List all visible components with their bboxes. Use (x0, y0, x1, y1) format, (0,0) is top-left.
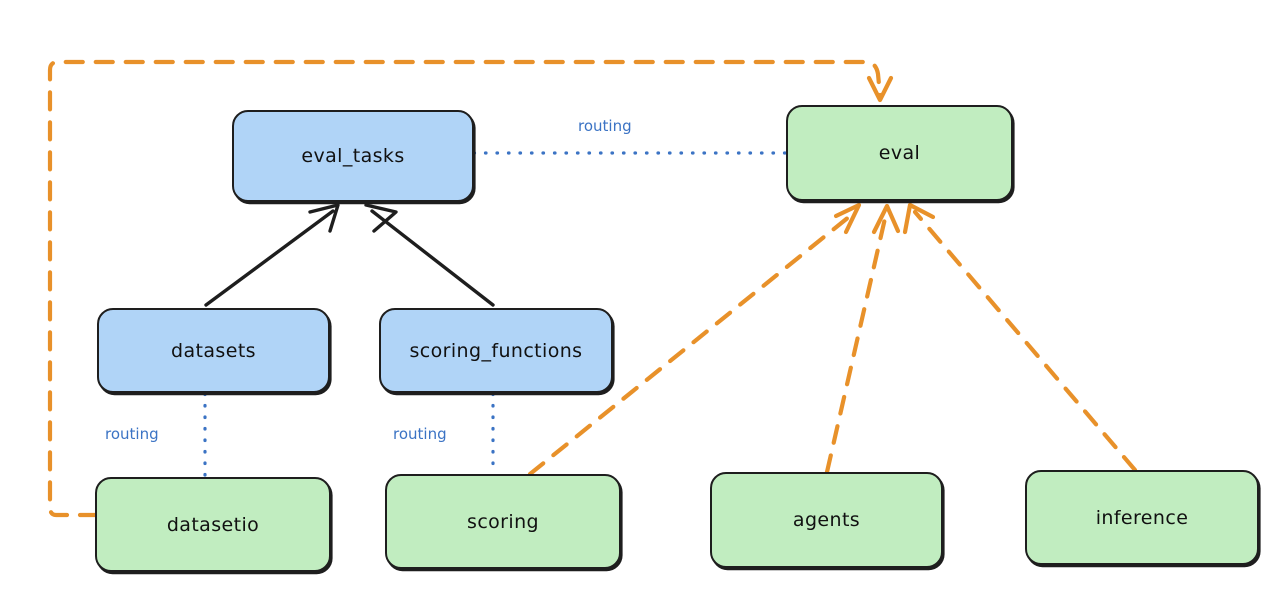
edge-label-routing-scoring_functions-scoring: routing (393, 425, 447, 443)
node-inference[interactable]: inference (1025, 470, 1259, 565)
node-label-inference: inference (1095, 506, 1189, 529)
node-label-scoring: scoring (467, 510, 539, 533)
edge-scoring_functions-to-eval_tasks (364, 203, 495, 307)
node-label-eval: eval (878, 142, 921, 164)
node-eval[interactable]: eval (786, 105, 1013, 201)
node-label-agents: agents (792, 509, 861, 531)
node-label-eval_tasks: eval_tasks (301, 145, 405, 167)
node-datasetio[interactable]: datasetio (95, 477, 331, 572)
edge-inference-to-eval (902, 202, 1138, 473)
node-label-scoring_functions: scoring_functions (409, 339, 583, 362)
edge-label-routing-eval_tasks-eval: routing (578, 117, 632, 135)
node-label-datasets: datasets (171, 339, 256, 362)
edge-label-routing-datasets-datasetio: routing (105, 425, 159, 443)
node-agents[interactable]: agents (710, 472, 943, 568)
node-scoring[interactable]: scoring (385, 474, 621, 569)
node-label-datasetio: datasetio (166, 513, 260, 536)
node-scoring_functions[interactable]: scoring_functions (379, 308, 613, 393)
node-datasets[interactable]: datasets (97, 308, 330, 393)
edge-datasets-to-eval_tasks (204, 203, 340, 307)
node-eval_tasks[interactable]: eval_tasks (232, 110, 474, 202)
edge-agents-to-eval (824, 203, 901, 475)
